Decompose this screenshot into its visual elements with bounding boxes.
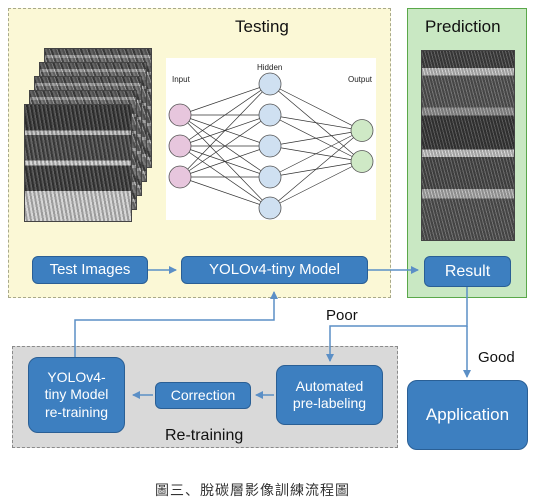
network-edge [179, 83, 271, 116]
output-node [350, 119, 374, 142]
network-edge [179, 83, 271, 178]
arrow-retrain-to-model [74, 291, 278, 358]
network-edge [269, 130, 363, 178]
correction-box[interactable]: Correction [155, 382, 251, 409]
yolo-model-box[interactable]: YOLOv4-tiny Model [181, 256, 368, 284]
network-edge [179, 83, 271, 147]
network-edge [269, 114, 363, 131]
retraining-title: Re-training [165, 427, 244, 444]
hidden-node [258, 103, 282, 127]
output-node [350, 150, 374, 173]
input-node [168, 103, 192, 127]
result-box[interactable]: Result [424, 256, 511, 287]
prediction-title: Prediction [425, 17, 501, 36]
output-layer-label: Output [348, 75, 373, 84]
input-node [168, 165, 192, 189]
hidden-layer-label: Hidden [257, 63, 283, 72]
network-edge [269, 83, 363, 131]
hidden-node [258, 196, 282, 220]
retrain-model-box[interactable]: YOLOv4- tiny Model re-training [28, 357, 125, 433]
testing-title: Testing [235, 17, 289, 36]
network-graph [168, 72, 374, 220]
input-layer-label: Input [172, 75, 190, 84]
good-label: Good [478, 349, 515, 366]
hidden-node [258, 72, 282, 96]
hidden-node [258, 165, 282, 189]
auto-prelabel-box[interactable]: Automated pre-labeling [276, 365, 383, 425]
prediction-result-image [421, 50, 515, 241]
arrow-result-poor [326, 287, 468, 362]
network-edge [269, 161, 363, 209]
test-images-box[interactable]: Test Images [32, 256, 148, 284]
hidden-node [258, 134, 282, 158]
test-image [24, 104, 132, 222]
poor-label: Poor [326, 307, 358, 324]
figure-caption: 圖三、脫碳層影像訓練流程圖 [155, 482, 350, 498]
network-edge [179, 145, 271, 178]
neural-network-diagram: Input Hidden Output [166, 58, 376, 220]
input-node [168, 134, 192, 158]
network-edge [179, 176, 271, 209]
network-edge [269, 130, 363, 147]
network-edge [269, 130, 363, 209]
application-box[interactable]: Application [407, 380, 528, 450]
network-edge [179, 114, 271, 178]
